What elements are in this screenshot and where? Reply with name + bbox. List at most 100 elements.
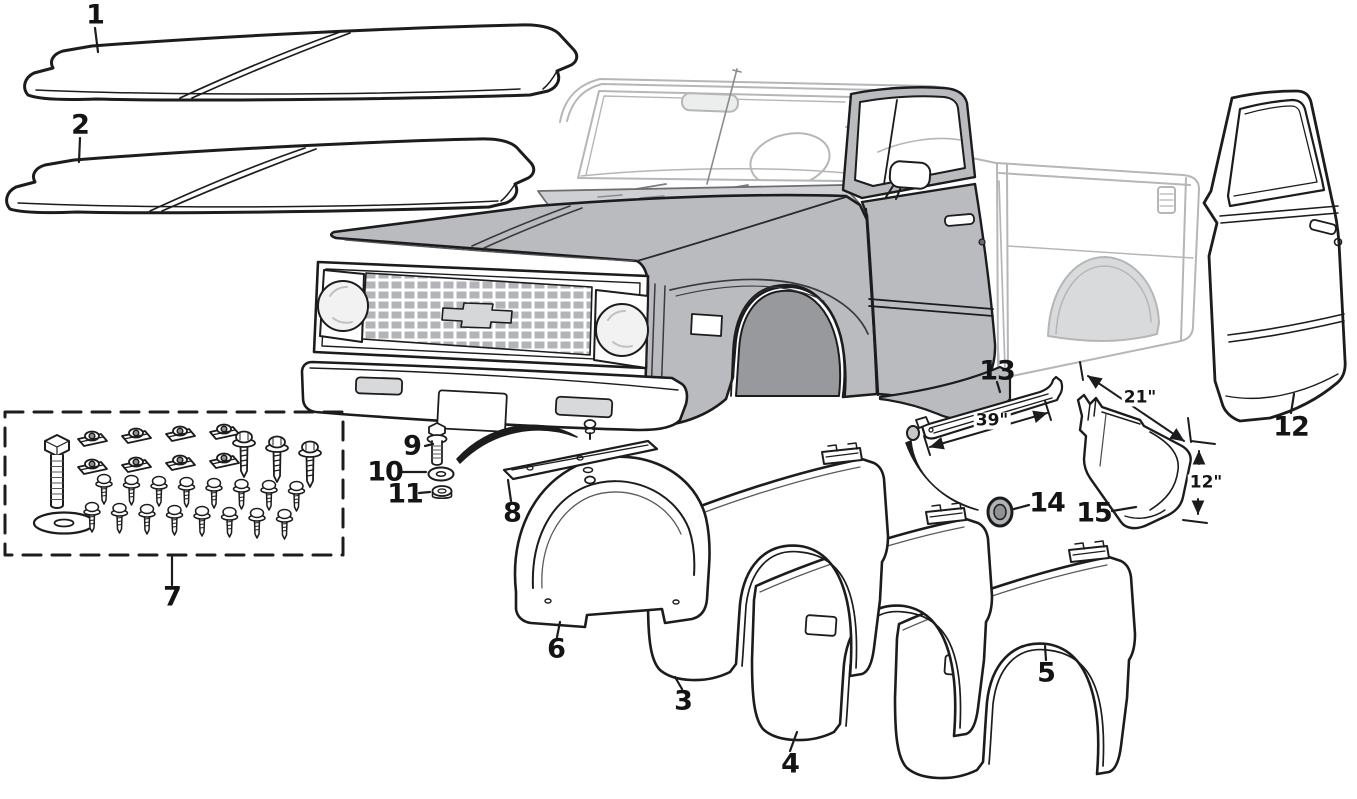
dim-39-arrow <box>929 410 1048 450</box>
door-panel <box>860 182 997 410</box>
kit-bolt-head-facets <box>44 440 70 457</box>
door-12-bottom-line <box>1225 373 1339 399</box>
rocker-plug <box>906 425 920 441</box>
side-marker-on-truck <box>690 313 723 337</box>
taillight-bars <box>1159 193 1174 207</box>
door-body-line <box>868 298 994 317</box>
door-12-window-inner <box>1233 105 1318 197</box>
callout-label-8: 8 <box>503 497 522 529</box>
support-hole-2 <box>576 455 584 461</box>
callout-label-2: 2 <box>71 109 90 141</box>
door-12-window <box>1226 98 1326 208</box>
inner-fender-rim <box>541 491 682 589</box>
support-hole-1 <box>526 465 534 471</box>
dashed-box <box>3 410 345 557</box>
door-12-belt-line <box>1219 205 1339 224</box>
support-bolt-head <box>583 419 597 429</box>
door-part-12 <box>1202 89 1347 423</box>
front-wheel-opening <box>735 289 842 397</box>
fender-arch-brow-inner <box>675 285 825 302</box>
bed-far-rail <box>971 157 997 164</box>
cab-corner-foot <box>1124 509 1166 519</box>
leader-13 <box>995 380 1002 394</box>
dim-39-tick-right <box>1044 400 1052 421</box>
leader-4 <box>788 730 799 753</box>
dim-21-tick-right <box>1187 417 1192 443</box>
dimension-graphics <box>923 361 1216 524</box>
truck-shaded-parts <box>300 86 1012 433</box>
hood-part-2 <box>5 137 536 215</box>
dim-39-tick-left <box>923 435 931 456</box>
hood-2-front-face <box>17 200 499 208</box>
left-headlight-detail <box>329 286 353 324</box>
dim-21-arrow <box>1087 375 1185 442</box>
steering-wheel-ghost <box>749 132 831 182</box>
kit-large-screws <box>232 430 322 488</box>
hood-side-seam <box>636 196 847 262</box>
bumper-top-lip <box>309 367 679 391</box>
inner-fender-outline <box>513 455 711 629</box>
support-bar-inner <box>511 444 649 471</box>
leader-8 <box>506 478 513 503</box>
callout-leader-lines <box>77 26 1296 753</box>
callout-label-1: 1 <box>86 0 105 31</box>
license-plate-area <box>436 389 508 433</box>
hood-2-right-face <box>500 183 516 202</box>
callout-label-10: 10 <box>367 456 404 488</box>
bed-wheel-arch <box>1047 256 1160 342</box>
callout-label-3: 3 <box>674 685 693 717</box>
hood-1-right-face <box>542 70 558 90</box>
bowtie-emblem <box>441 302 513 329</box>
support-nut-below <box>584 475 596 485</box>
fender-part-4 <box>750 501 994 742</box>
callout-label-11: 11 <box>387 478 424 510</box>
hood-part-1 <box>23 23 579 102</box>
grommet-14-inner <box>993 503 1007 521</box>
leader-2 <box>77 136 82 164</box>
grille-assembly <box>312 260 650 370</box>
kit-bolt-threads <box>50 460 64 501</box>
inner-fender-hole-1 <box>544 598 552 604</box>
side-mirror <box>888 160 932 190</box>
bed-rail-inner <box>998 172 1191 186</box>
leader-3 <box>673 675 684 691</box>
hardware-kit-box-7 <box>3 410 345 557</box>
antenna <box>706 68 742 185</box>
cab-corner-flange <box>1149 431 1179 511</box>
right-headlight <box>595 303 649 357</box>
arrow-swoosh-14 <box>905 440 979 511</box>
bed-front-edge <box>1006 164 1009 376</box>
callout-label-14: 14 <box>1029 487 1066 519</box>
turn-signal-left <box>354 376 404 396</box>
mirror-arm <box>885 185 902 200</box>
kit-bolt-shaft <box>50 454 64 509</box>
fastener-9-10-11 <box>426 422 455 500</box>
leader-6 <box>555 620 562 639</box>
tailgate-edge <box>1180 177 1187 341</box>
leader-9 <box>423 442 435 448</box>
leader-12 <box>1289 392 1296 415</box>
leader-15 <box>1110 505 1138 513</box>
door-lock <box>978 238 986 246</box>
dimension-label-39in: 39" <box>973 410 1011 431</box>
bolt-9-shaft <box>431 440 443 466</box>
nut-11-side <box>431 490 453 500</box>
bolt-9-threads <box>431 445 443 459</box>
door-12-body-line <box>1227 313 1345 343</box>
door-gap-line <box>864 207 880 397</box>
door-handle <box>944 213 975 227</box>
windshield-inner-line <box>585 95 846 176</box>
dimension-label-21in: 21" <box>1121 387 1159 408</box>
bed-wheel-arch-inner <box>1055 265 1152 335</box>
support-washer-below <box>582 466 594 474</box>
hood-crease <box>471 205 583 249</box>
hood-front-lip <box>344 239 635 262</box>
inner-fender-dome <box>531 480 696 589</box>
bolt-9-head <box>428 422 446 438</box>
hood-2-crease <box>149 147 317 212</box>
front-bumper <box>300 360 689 433</box>
callout-label-6: 6 <box>547 633 566 665</box>
roof-drip-rail <box>566 83 926 122</box>
